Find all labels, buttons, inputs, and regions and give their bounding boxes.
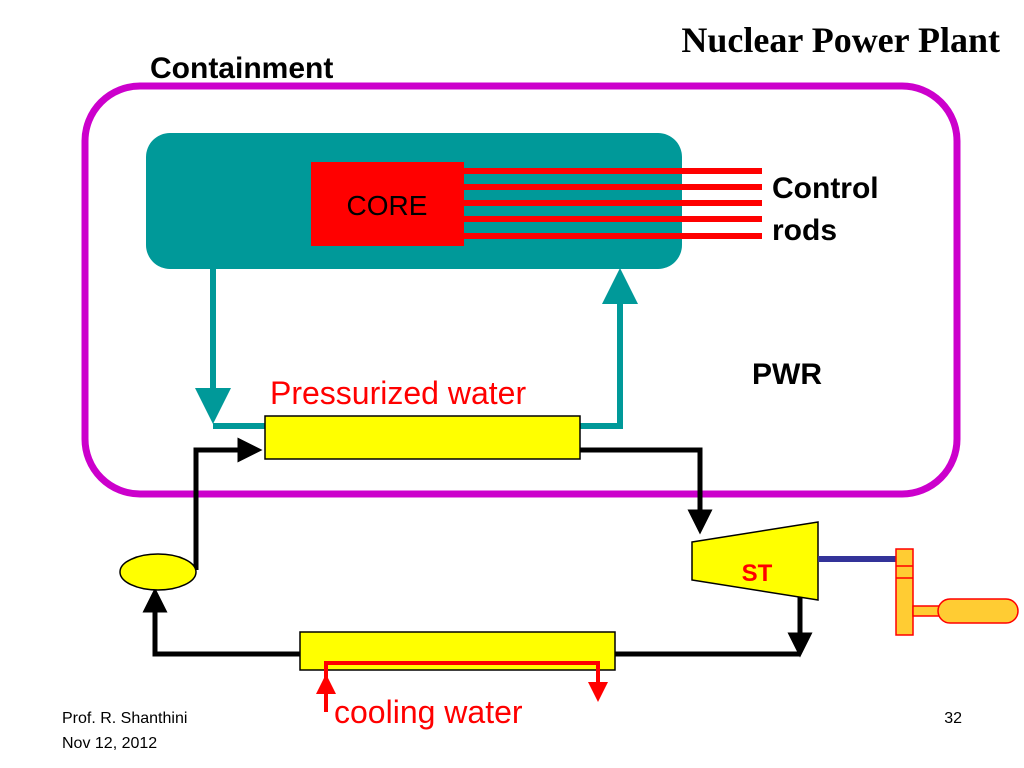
core-label: CORE bbox=[347, 190, 428, 221]
containment-label: Containment bbox=[150, 52, 333, 85]
feedwater-arrow bbox=[193, 437, 263, 570]
generator-body bbox=[895, 548, 914, 636]
reactor-core bbox=[311, 162, 464, 246]
steam-to-turbine-arrow bbox=[580, 447, 713, 535]
secondary-steam-loop bbox=[142, 437, 813, 658]
generator-rotor bbox=[937, 598, 1019, 624]
reactor-type-label: PWR bbox=[752, 358, 822, 391]
steam-generator bbox=[264, 415, 581, 460]
slide-title: Nuclear Power Plant bbox=[681, 20, 1000, 60]
control-rods-label-line1: Control bbox=[772, 172, 879, 205]
cooling-water-label: cooling water bbox=[334, 694, 523, 730]
feed-pump bbox=[119, 553, 197, 591]
pressurized-water-label: Pressurized water bbox=[270, 375, 526, 411]
condensate-to-pump-arrow bbox=[142, 587, 300, 657]
generator bbox=[895, 548, 1019, 636]
page-number: 32 bbox=[944, 710, 962, 727]
footer-date: Nov 12, 2012 bbox=[62, 735, 157, 752]
containment-boundary bbox=[81, 82, 961, 498]
control-rods bbox=[462, 168, 762, 239]
control-rods-label-line2: rods bbox=[772, 214, 837, 247]
steam-turbine bbox=[691, 521, 819, 601]
footer-author: Prof. R. Shanthini bbox=[62, 710, 187, 727]
cooling-water-loop bbox=[316, 661, 608, 712]
turbine-label: ST bbox=[742, 560, 773, 587]
